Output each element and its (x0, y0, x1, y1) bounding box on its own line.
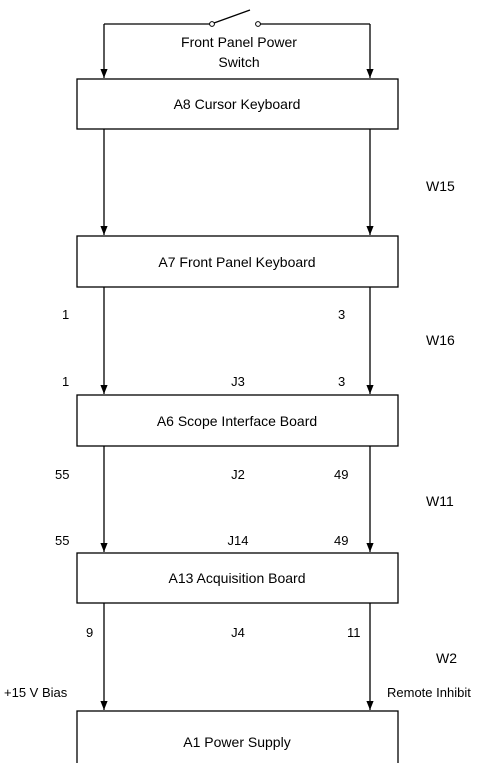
signal-bias-label: +15 V Bias (4, 685, 68, 700)
j14-label: J14 (228, 533, 249, 548)
j4-pin-right: 11 (347, 625, 361, 640)
switch-lever (213, 9, 251, 24)
box-a7-label: A7 Front Panel Keyboard (158, 254, 315, 270)
j14-pin-left: 55 (55, 533, 69, 548)
a7-pin-right: 3 (338, 307, 345, 322)
j14-pin-right: 49 (334, 533, 348, 548)
j4-label: J4 (231, 625, 245, 640)
box-a6-label: A6 Scope Interface Board (157, 413, 317, 429)
w2-label: W2 (436, 650, 457, 666)
j3-label: J3 (231, 374, 245, 389)
j2-label: J2 (231, 467, 245, 482)
box-a1: A1 Power Supply (76, 710, 399, 763)
j4-pin-left: 9 (86, 625, 93, 640)
w15-label: W15 (426, 178, 455, 194)
box-a6: A6 Scope Interface Board (76, 394, 399, 447)
box-a8-label: A8 Cursor Keyboard (174, 96, 301, 112)
power-switch: Front Panel Power Switch (100, 9, 374, 78)
box-a13: A13 Acquisition Board (76, 552, 399, 604)
w11-label: W11 (426, 493, 454, 509)
box-a1-label: A1 Power Supply (183, 734, 290, 750)
switch-contact-right (255, 21, 261, 27)
switch-contact-left (209, 21, 215, 27)
j2-pin-left: 55 (55, 467, 69, 482)
switch-label-line2: Switch (218, 54, 259, 70)
box-a7: A7 Front Panel Keyboard (76, 235, 399, 288)
a7-pin-left: 1 (62, 307, 69, 322)
switch-label-line1: Front Panel Power (181, 34, 297, 50)
j3-pin-left: 1 (62, 374, 69, 389)
box-a8: A8 Cursor Keyboard (76, 78, 399, 130)
w16-label: W16 (426, 332, 455, 348)
j2-pin-right: 49 (334, 467, 348, 482)
box-a13-label: A13 Acquisition Board (169, 570, 306, 586)
j3-pin-right: 3 (338, 374, 345, 389)
signal-remote-inhibit-label: Remote Inhibit (387, 685, 471, 700)
